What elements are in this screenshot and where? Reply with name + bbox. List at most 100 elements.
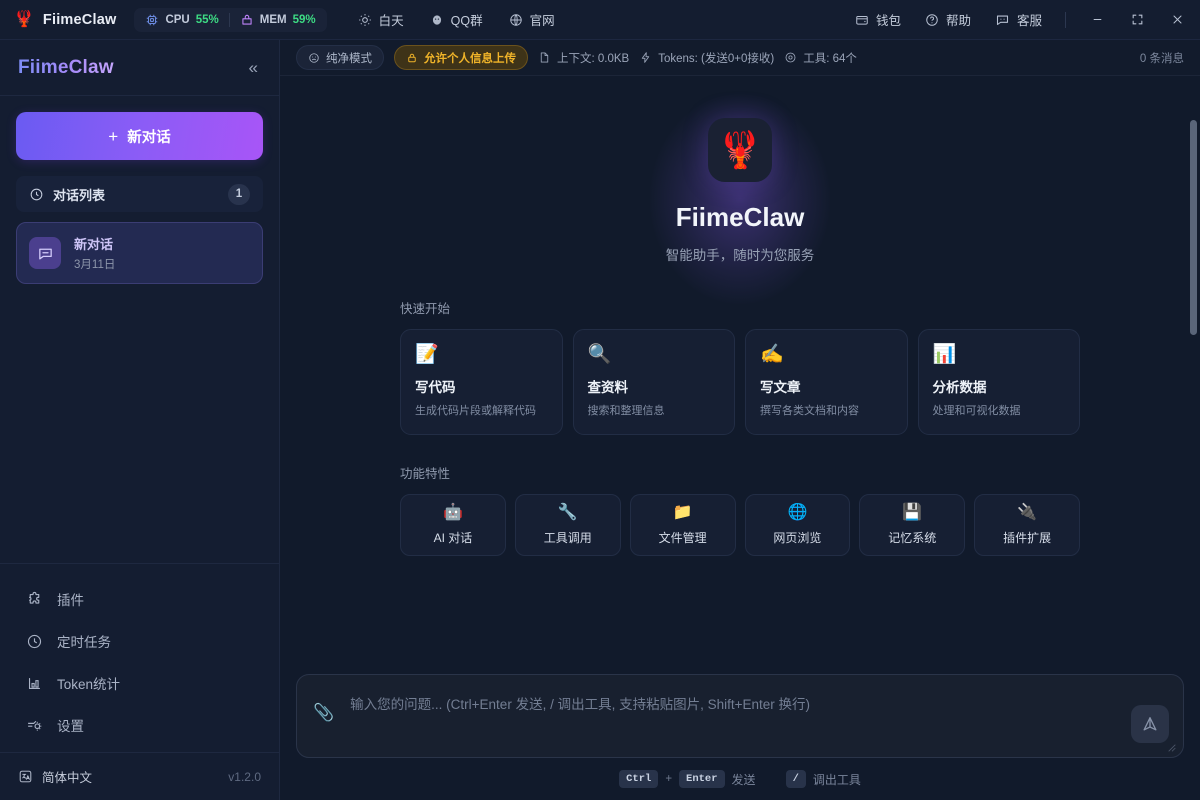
divider xyxy=(1065,11,1066,28)
chat-bubble-icon xyxy=(29,237,61,269)
key-ctrl: Ctrl xyxy=(619,770,659,788)
app-title: FiimeClaw xyxy=(42,11,117,28)
quick-card-write-code[interactable]: 📝 写代码 生成代码片段或解释代码 xyxy=(400,329,563,435)
lobster-icon: 🦞 xyxy=(708,118,772,182)
sidebar-item-settings[interactable]: 设置 xyxy=(16,704,263,746)
close-icon xyxy=(1172,15,1182,24)
website-label: 官网 xyxy=(529,14,555,28)
maximize-button[interactable] xyxy=(1118,5,1156,35)
feature-memory-system[interactable]: 💾 记忆系统 xyxy=(859,494,966,556)
version-label: v1.2.0 xyxy=(228,769,261,784)
pure-mode-chip[interactable]: 纯净模式 xyxy=(296,45,384,70)
quick-card-desc: 处理和可视化数据 xyxy=(932,405,1021,417)
language-label: 简体中文 xyxy=(42,771,93,785)
feature-web-browsing[interactable]: 🌐 网页浏览 xyxy=(744,494,851,556)
sidebar-item-token-stats[interactable]: Token统计 xyxy=(16,662,263,704)
close-button[interactable] xyxy=(1158,5,1196,35)
pure-mode-label: 纯净模式 xyxy=(326,52,372,65)
context-size-label: 上下文: 0.0KB xyxy=(557,52,630,65)
new-chat-button[interactable]: + 新对话 xyxy=(16,112,263,160)
quick-card-analyze-data[interactable]: 📊 分析数据 处理和可视化数据 xyxy=(917,329,1080,435)
support-button[interactable]: 客服 xyxy=(984,4,1053,35)
memory-indicator: MEM 59% xyxy=(240,13,316,27)
sidebar-footer: 简体中文 v1.2.0 xyxy=(0,752,279,800)
key-enter: Enter xyxy=(679,770,725,788)
minimize-button[interactable] xyxy=(1078,5,1116,35)
theme-toggle-button[interactable]: 白天 xyxy=(347,4,415,35)
maximize-icon xyxy=(1132,14,1142,25)
wallet-label: 钱包 xyxy=(875,14,901,28)
quick-card-desc: 生成代码片段或解释代码 xyxy=(415,405,536,417)
help-button[interactable]: 帮助 xyxy=(914,4,982,35)
lock-icon xyxy=(408,53,416,62)
qq-group-button[interactable]: QQ群 xyxy=(419,4,494,35)
features-section: 功能特性 🤖 AI 对话 🔧 工具调用 📁 xyxy=(400,463,1080,556)
features-grid: 🤖 AI 对话 🔧 工具调用 📁 文件管理 xyxy=(400,494,1080,556)
language-selector[interactable]: 简体中文 xyxy=(18,767,92,786)
wallet-button[interactable]: 钱包 xyxy=(844,4,912,35)
feature-tool-calling[interactable]: 🔧 工具调用 xyxy=(514,494,621,556)
feature-label: 插件扩展 xyxy=(1003,530,1052,545)
qq-group-label: QQ群 xyxy=(450,14,483,28)
smiley-icon xyxy=(309,52,319,63)
sidebar-brand: FiimeClaw xyxy=(18,56,114,78)
website-button[interactable]: 官网 xyxy=(498,4,566,35)
feature-label: 网页浏览 xyxy=(773,530,822,545)
conversation-meta: 新对话 3月11日 xyxy=(74,234,115,272)
sidebar-item-label: Token统计 xyxy=(57,677,121,692)
conversation-title: 新对话 xyxy=(74,237,114,252)
writing-hand-icon: ✍️ xyxy=(760,344,784,365)
new-chat-label: 新对话 xyxy=(127,129,171,146)
conversation-date: 3月11日 xyxy=(74,259,116,271)
paperclip-icon[interactable]: 📎 xyxy=(313,703,335,722)
quick-card-write-article[interactable]: ✍️ 写文章 撰写各类文档和内容 xyxy=(745,329,908,435)
chevron-double-left-icon[interactable]: « xyxy=(248,58,258,77)
feature-label: 文件管理 xyxy=(658,530,707,545)
titlebar-right-links: 钱包 帮助 客服 xyxy=(844,4,1196,35)
conversation-list-header[interactable]: 对话列表 1 xyxy=(16,176,263,212)
chat-scroll-area: 🦞 FiimeClaw 智能助手，随时为您服务 快速开始 📝 写代码 生成代码片… xyxy=(280,76,1200,674)
memo-pencil-icon: 📝 xyxy=(415,344,439,365)
bar-chart-icon: 📊 xyxy=(932,344,957,365)
globe-icon xyxy=(509,13,522,26)
conversation-list: 新对话 3月11日 xyxy=(0,212,279,563)
memory-value: 59% xyxy=(292,13,316,26)
page-title: FiimeClaw xyxy=(675,202,805,232)
message-input[interactable]: 输入您的问题... (Ctrl+Enter 发送, / 调出工具, 支持粘贴图片… xyxy=(350,697,810,712)
hint-plus: + xyxy=(665,773,673,785)
resize-grip-icon[interactable] xyxy=(1167,743,1177,753)
conversation-count-badge: 1 xyxy=(228,183,250,205)
list-item[interactable]: 新对话 3月11日 xyxy=(16,222,263,284)
send-button[interactable] xyxy=(1131,705,1169,743)
theme-label: 白天 xyxy=(378,14,404,28)
plus-icon: + xyxy=(108,126,119,146)
vertical-scrollbar[interactable] xyxy=(1190,120,1197,335)
help-label: 帮助 xyxy=(945,14,971,28)
tools-count-stat: 工具: 64个 xyxy=(784,50,857,66)
settings-gear-icon xyxy=(28,720,42,731)
plug-icon: 🔌 xyxy=(1017,503,1038,521)
puzzle-icon xyxy=(28,591,40,604)
feature-plugin-extensions[interactable]: 🔌 插件扩展 xyxy=(974,494,1080,556)
wrench-icon: 🔧 xyxy=(557,503,578,521)
magnifier-icon: 🔍 xyxy=(587,344,612,365)
keyboard-hints: Ctrl + Enter 发送 / 调出工具 xyxy=(280,758,1200,800)
sidebar-item-scheduled-tasks[interactable]: 定时任务 xyxy=(16,620,263,662)
resource-monitor: CPU 55% MEM 59% xyxy=(134,7,327,32)
quick-card-search-info[interactable]: 🔍 查资料 搜索和整理信息 xyxy=(572,329,735,435)
app-logo: 🦞 FiimeClaw xyxy=(14,11,117,28)
send-hint: Ctrl + Enter 发送 xyxy=(619,770,756,788)
titlebar-links: 白天 QQ群 官网 xyxy=(347,4,566,35)
floppy-disk-icon: 💾 xyxy=(902,503,923,521)
quick-card-desc: 搜索和整理信息 xyxy=(587,405,665,417)
quick-card-title: 分析数据 xyxy=(932,380,987,395)
sidebar-item-plugins[interactable]: 插件 xyxy=(16,578,263,620)
message-count-label: 0 条消息 xyxy=(1139,52,1184,65)
allow-personal-info-chip[interactable]: 允许个人信息上传 xyxy=(394,45,528,70)
cpu-label: CPU xyxy=(165,13,190,26)
feature-ai-chat[interactable]: 🤖 AI 对话 xyxy=(400,494,506,556)
tool-gear-icon xyxy=(785,52,796,63)
quick-start-grid: 📝 写代码 生成代码片段或解释代码 🔍 查资料 搜索和整理信息 ✍️ xyxy=(400,329,1080,435)
feature-file-management[interactable]: 📁 文件管理 xyxy=(629,494,736,556)
message-composer: 📎 输入您的问题... (Ctrl+Enter 发送, / 调出工具, 支持粘贴… xyxy=(296,674,1184,758)
